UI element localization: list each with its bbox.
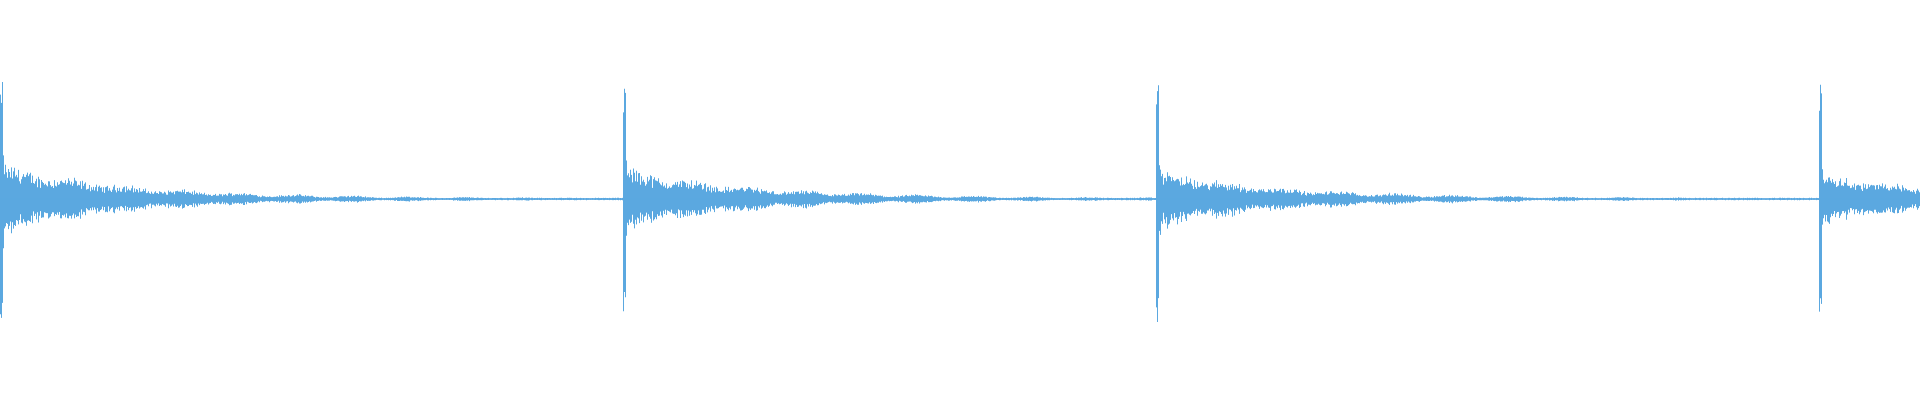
waveform-lines [0, 82, 1920, 322]
waveform-trace [0, 82, 1920, 322]
